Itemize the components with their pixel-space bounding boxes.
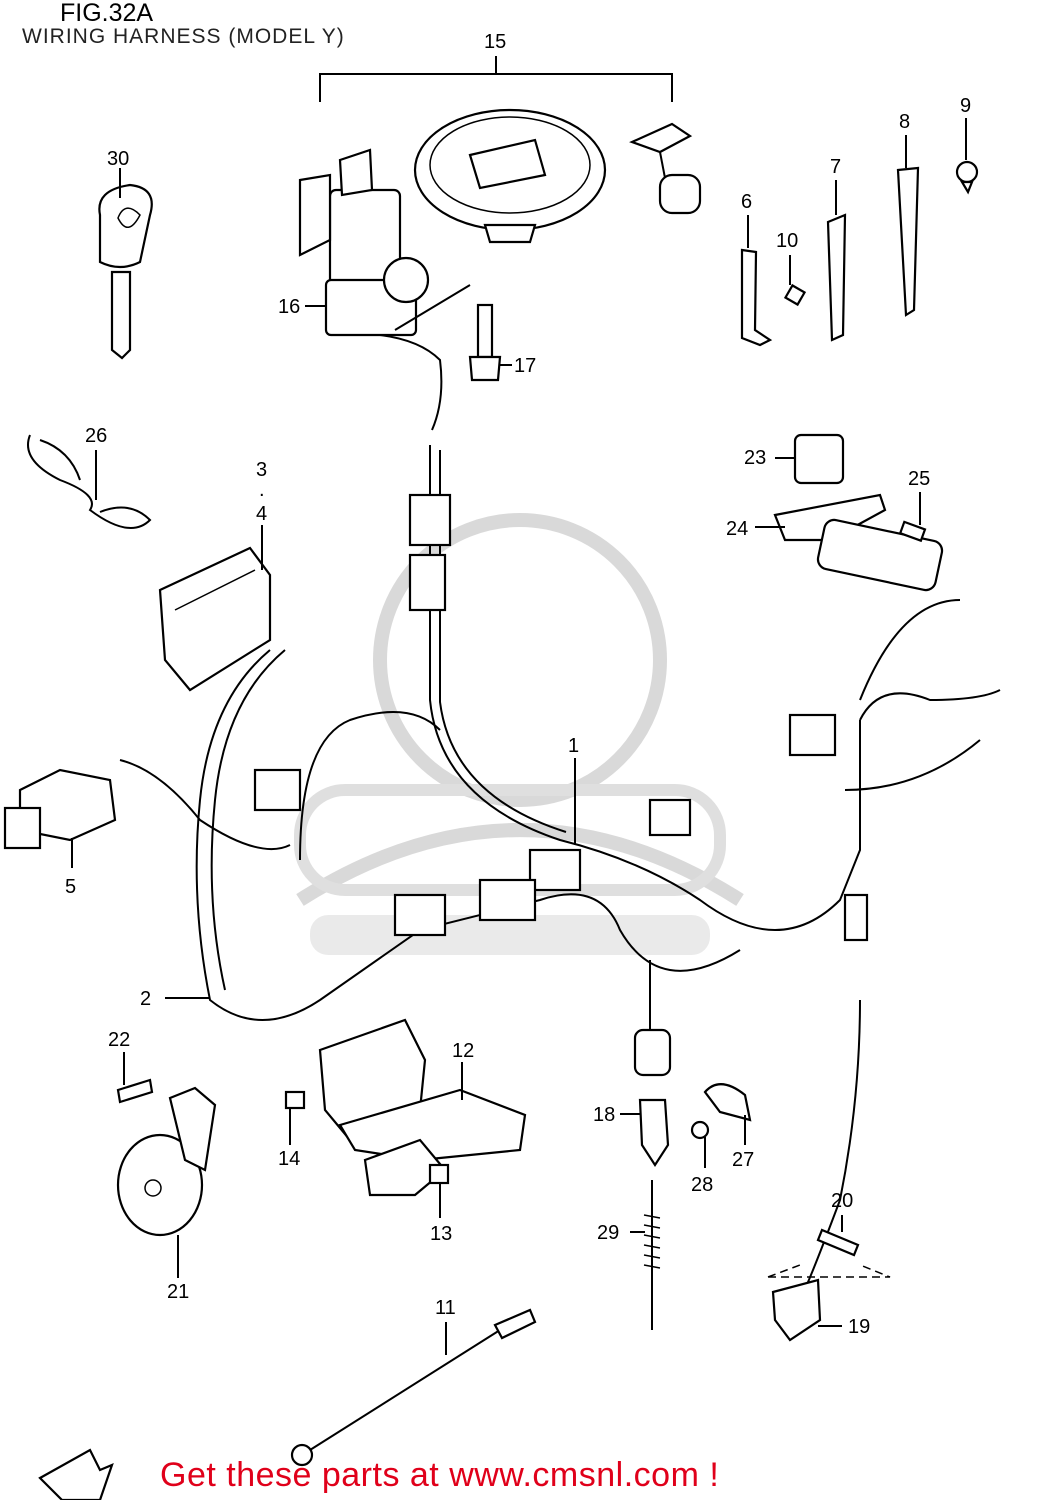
- callout-29: 29: [597, 1222, 619, 1244]
- horn-icon: [116, 1086, 217, 1278]
- callout-25: 25: [908, 468, 930, 490]
- callout-15: 15: [484, 31, 506, 53]
- callout-24: 24: [726, 518, 748, 540]
- relay-23-bracket-24: [755, 433, 944, 592]
- callout-21: 21: [167, 1281, 189, 1303]
- callout-1: 1: [568, 735, 579, 757]
- bolt-17: [468, 303, 512, 382]
- callout-17: 17: [514, 355, 536, 377]
- callout-13: 13: [430, 1223, 452, 1245]
- spring-29: [630, 1180, 661, 1330]
- fuse-box: [284, 1018, 527, 1218]
- tie-8: [896, 135, 920, 317]
- fwd-arrow-icon: FWD: [38, 1448, 114, 1500]
- wiring-harness-main: [119, 445, 1001, 1301]
- ignition-switch: [298, 148, 471, 431]
- callout-9: 9: [960, 95, 971, 117]
- switch-18: [620, 1098, 670, 1168]
- callout-23: 23: [744, 447, 766, 469]
- callout-20: 20: [831, 1190, 853, 1212]
- ignition-key-icon: [98, 168, 153, 360]
- callout-11: 11: [435, 1297, 456, 1319]
- ground-wire-11: [290, 1308, 537, 1467]
- figure-subtitle: WIRING HARNESS (MODEL Y): [22, 25, 345, 48]
- callout-2: 2: [140, 988, 151, 1010]
- callout-3: 3: [256, 459, 267, 481]
- footer-link[interactable]: Get these parts at www.cmsnl.com !: [160, 1456, 720, 1494]
- callout-5: 5: [65, 876, 76, 898]
- bolt-20: [816, 1215, 860, 1257]
- figure-title: FIG.32A: [60, 0, 154, 27]
- callout-30: 30: [107, 148, 129, 170]
- spring-clip-26: [27, 434, 152, 529]
- callout-26: 26: [85, 425, 107, 447]
- callout-6: 6: [741, 191, 752, 213]
- callout-8: 8: [899, 111, 910, 133]
- callout-12: 12: [452, 1040, 474, 1062]
- callout-10: 10: [776, 230, 798, 252]
- callout-19: 19: [848, 1316, 870, 1338]
- screw-28: [690, 1120, 710, 1168]
- callout-14: 14: [278, 1148, 300, 1170]
- callout-labels: 1 2 3 . 4 5 6 7 8 9 10 11 12 13 14 15 16…: [65, 31, 971, 1338]
- connector-5: [3, 768, 117, 868]
- callout-4: 4: [256, 503, 267, 525]
- callout-22: 22: [108, 1029, 130, 1051]
- callout-7: 7: [830, 156, 841, 178]
- relay-block: [158, 525, 272, 692]
- lock-cylinder: [629, 122, 702, 215]
- callout-3-dot: .: [259, 479, 265, 501]
- callout-27: 27: [732, 1149, 754, 1171]
- tie-7: [826, 180, 847, 342]
- bolt-10: [783, 255, 807, 307]
- bracket-15: [319, 56, 673, 102]
- clip-9: [955, 118, 979, 195]
- fuel-cap-icon: [413, 108, 607, 244]
- callout-16: 16: [278, 296, 300, 318]
- callout-28: 28: [691, 1174, 713, 1196]
- sensor-19: [767, 1264, 891, 1342]
- bolt-22: [116, 1052, 154, 1104]
- clamp-6: [740, 215, 773, 347]
- bracket-27: [703, 1083, 752, 1145]
- callout-18: 18: [593, 1104, 615, 1126]
